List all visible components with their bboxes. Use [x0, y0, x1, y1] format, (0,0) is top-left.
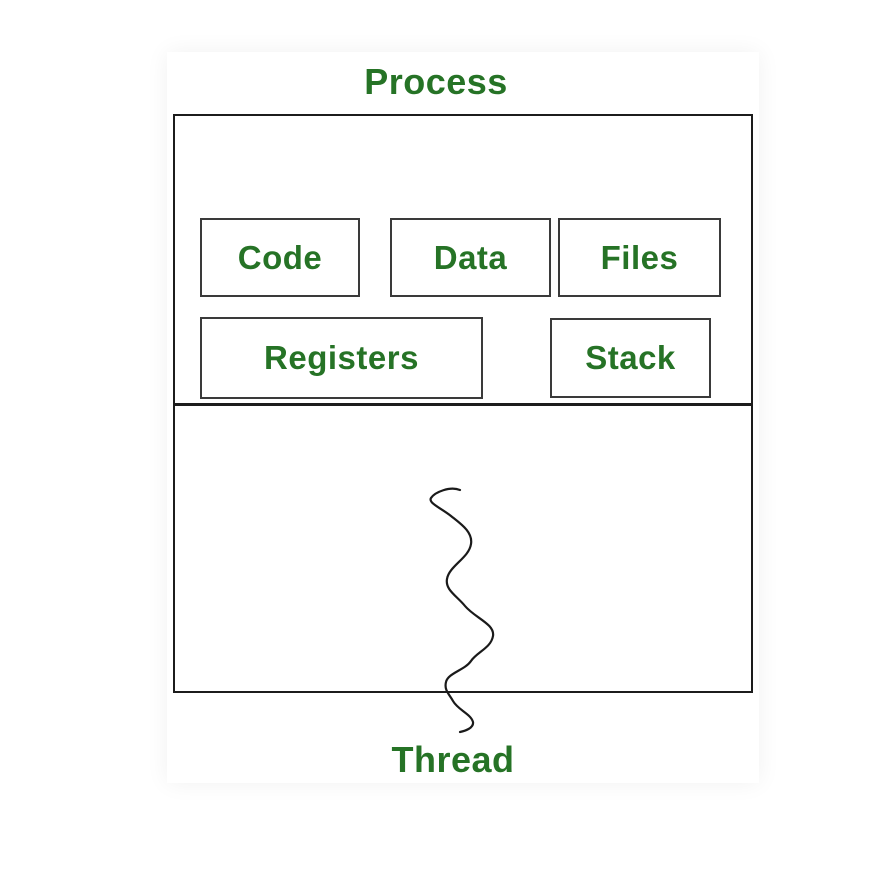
process-title: Process	[364, 61, 508, 102]
files-box: Files	[558, 218, 721, 297]
thread-title: Thread	[391, 739, 515, 780]
data-box: Data	[390, 218, 551, 297]
thread-squiggle-icon	[429, 487, 495, 734]
stack-box: Stack	[550, 318, 711, 398]
files-label: Files	[600, 238, 679, 276]
data-label: Data	[433, 238, 508, 276]
registers-label: Registers	[264, 339, 419, 376]
stack-label: Stack	[585, 339, 676, 376]
registers-box: Registers	[200, 317, 483, 399]
diagram-card: Process Code Data Files Registers Stack	[167, 52, 759, 783]
code-label: Code	[237, 238, 323, 276]
process-thread-divider	[173, 403, 753, 406]
code-box: Code	[200, 218, 360, 297]
